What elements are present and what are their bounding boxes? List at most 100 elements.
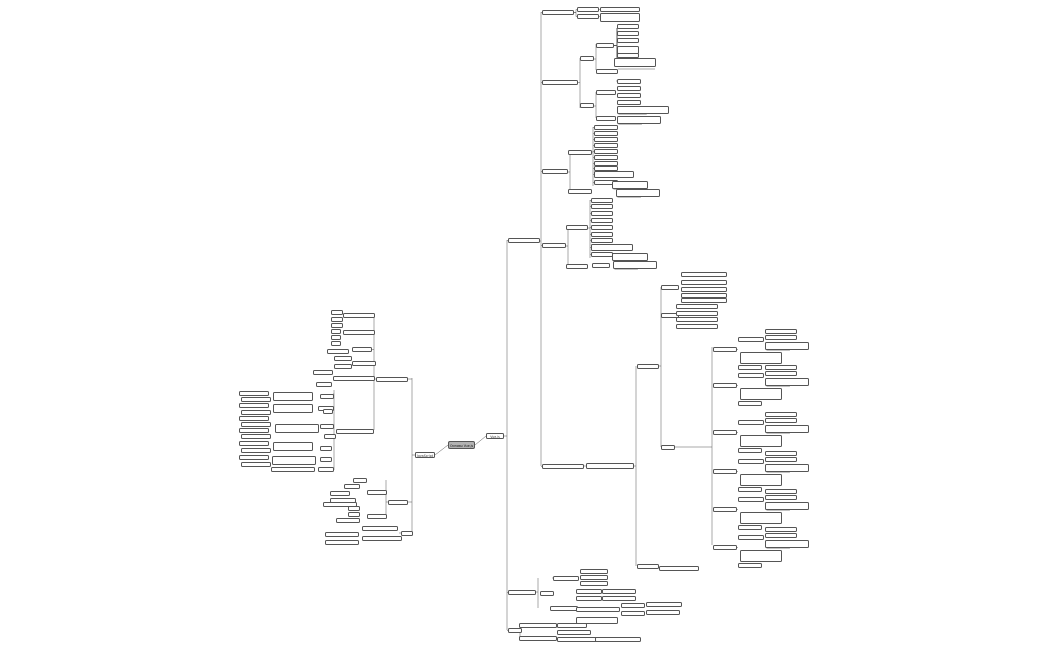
mind-map-node[interactable] (542, 464, 584, 469)
mind-map-node[interactable] (637, 364, 659, 369)
mind-map-node[interactable] (540, 591, 554, 596)
mind-map-node[interactable] (765, 533, 797, 538)
mind-map-node[interactable] (241, 448, 271, 453)
mind-map-node[interactable] (616, 189, 660, 197)
mind-map-node[interactable] (594, 143, 618, 148)
mind-map-node[interactable] (659, 566, 699, 571)
mind-map-node[interactable] (740, 474, 782, 486)
mind-map-node[interactable] (617, 106, 669, 114)
mind-map-node[interactable] (621, 603, 645, 608)
mind-map-node[interactable] (580, 103, 594, 108)
mind-map-node[interactable] (580, 575, 608, 580)
mind-map-node[interactable] (576, 596, 602, 601)
mind-map-node[interactable] (239, 416, 269, 421)
mind-map-node[interactable] (765, 457, 797, 462)
mind-map-node[interactable] (336, 518, 360, 523)
mind-map-node[interactable] (557, 623, 587, 628)
mind-map-node[interactable] (738, 448, 762, 453)
mind-map-node[interactable] (596, 116, 616, 121)
mind-map-node[interactable] (617, 100, 641, 105)
mind-map-node[interactable] (241, 410, 271, 415)
mind-map-node[interactable] (661, 285, 679, 290)
mind-map-node[interactable] (580, 56, 594, 61)
mind-map-node[interactable] (681, 293, 727, 298)
mind-map-node[interactable] (343, 330, 375, 335)
mind-map-node[interactable] (241, 434, 271, 439)
mind-map-node[interactable] (594, 125, 618, 130)
mind-map-node[interactable] (591, 244, 633, 251)
mind-map-node[interactable] (320, 446, 332, 451)
mind-map-node[interactable] (542, 10, 574, 15)
mind-map-node[interactable] (591, 204, 613, 209)
mind-map-node[interactable] (738, 487, 762, 492)
mind-map-node[interactable] (577, 14, 599, 19)
mind-map-node[interactable] (591, 218, 613, 223)
mind-map-node[interactable] (738, 373, 764, 378)
mind-map-node[interactable] (713, 383, 737, 388)
mind-map-node[interactable] (595, 637, 641, 642)
mind-map-node[interactable] (519, 636, 557, 641)
mind-map-node[interactable] (676, 317, 718, 322)
mind-map-node[interactable] (681, 280, 727, 285)
mind-map-node[interactable] (617, 24, 639, 29)
mind-map-node[interactable] (600, 13, 640, 22)
mind-map-node[interactable] (376, 377, 408, 382)
mind-map-node[interactable] (765, 527, 797, 532)
mind-map-node[interactable] (557, 630, 591, 635)
mind-map-node[interactable] (508, 590, 536, 595)
mind-map-node[interactable] (681, 272, 727, 277)
mind-map-node[interactable] (681, 287, 727, 292)
mind-map-node[interactable] (568, 150, 592, 155)
mind-map-node[interactable] (519, 623, 557, 628)
mind-map-node[interactable] (646, 610, 680, 615)
mind-map-node[interactable] (617, 86, 641, 91)
mind-map-node[interactable] (738, 497, 764, 502)
mind-map-node[interactable] (738, 420, 764, 425)
mind-map-node[interactable] (594, 137, 618, 142)
mind-map-node[interactable] (621, 611, 645, 616)
mind-map-node[interactable] (594, 131, 618, 136)
mind-map-node[interactable] (362, 536, 402, 541)
mind-map-node[interactable] (713, 469, 737, 474)
mind-map-node[interactable] (331, 310, 343, 315)
mind-map-node[interactable] (334, 356, 352, 361)
mind-map-node[interactable] (367, 490, 387, 495)
mind-map-node[interactable] (272, 456, 316, 465)
mind-map-node[interactable] (352, 347, 372, 352)
mind-map-node[interactable] (765, 489, 797, 494)
mind-map-node[interactable] (765, 451, 797, 456)
mind-map-node[interactable] (765, 378, 809, 386)
mind-map-node[interactable] (348, 512, 360, 517)
mind-map-node[interactable] (713, 545, 737, 550)
mind-map-node[interactable] (765, 502, 809, 510)
mind-map-node[interactable] (713, 430, 737, 435)
mind-map-node[interactable] (617, 38, 639, 43)
mind-map-node[interactable] (591, 238, 613, 243)
mind-map-node[interactable] (592, 263, 610, 268)
mind-map-node[interactable] (542, 80, 578, 85)
mind-map-node[interactable] (596, 43, 614, 48)
mind-map-node[interactable] (591, 225, 613, 230)
mind-map-node[interactable] (740, 435, 782, 447)
mind-map-node[interactable] (613, 261, 657, 269)
mind-map-node[interactable] (738, 401, 762, 406)
mind-map-node[interactable] (617, 79, 641, 84)
branch-node-right[interactable]: Vue.js (486, 433, 504, 439)
mind-map-node[interactable] (239, 391, 269, 396)
mind-map-node[interactable] (591, 198, 613, 203)
mind-map-node[interactable] (602, 589, 636, 594)
mind-map-node[interactable] (738, 337, 764, 342)
mind-map-node[interactable] (661, 445, 675, 450)
mind-map-node[interactable] (331, 335, 341, 340)
mind-map-node[interactable] (594, 149, 618, 154)
mind-map-node[interactable] (353, 478, 367, 483)
mind-map-node[interactable] (367, 514, 387, 519)
mind-map-node[interactable] (596, 69, 618, 74)
mind-map-node[interactable] (740, 388, 782, 400)
mind-map-node[interactable] (241, 462, 271, 467)
mind-map-node[interactable] (324, 434, 336, 439)
mind-map-node[interactable] (323, 409, 333, 414)
mind-map-node[interactable] (316, 382, 332, 387)
mind-map-node[interactable] (557, 637, 599, 642)
mind-map-node[interactable] (580, 569, 608, 574)
